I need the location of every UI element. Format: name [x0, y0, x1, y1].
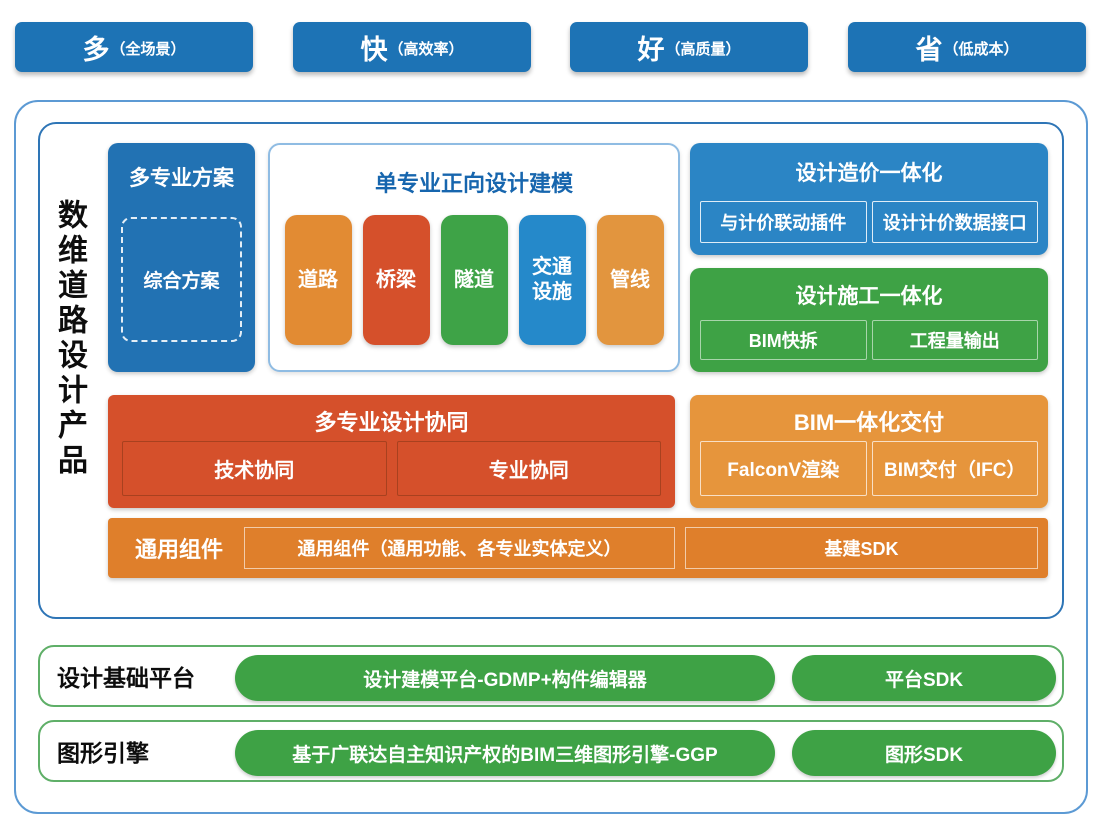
pricing-data-api-box: 设计计价数据接口	[871, 201, 1038, 243]
bim-delivery-block: BIM一体化交付 FalconV渲染 BIM交付（IFC）	[690, 395, 1048, 508]
pill-bridge: 桥梁	[362, 215, 430, 345]
banner-key: 省	[915, 34, 943, 65]
quantity-output-box: 工程量输出	[871, 320, 1038, 360]
multi-scheme-block: 多专业方案 综合方案	[108, 143, 255, 372]
construction-integration-block: 设计施工一体化 BIM快拆 工程量输出	[690, 268, 1048, 372]
bim-ifc-delivery-box: BIM交付（IFC）	[871, 441, 1038, 496]
single-modeling-title: 单专业正向设计建模	[374, 171, 573, 196]
falconv-render-box: FalconV渲染	[700, 441, 867, 496]
graphics-engine-label: 图形引擎	[57, 740, 149, 766]
construction-integration-title: 设计施工一体化	[795, 285, 943, 308]
banner-duo-full-scenario: 多 （全场景）	[15, 22, 253, 72]
banner-sub-label: （高质量）	[665, 41, 741, 58]
comprehensive-scheme-box: 综合方案	[121, 217, 242, 342]
single-modeling-block: 单专业正向设计建模 道路 桥梁 隧道 交通设施 管线	[268, 143, 680, 372]
discipline-collab-box: 专业协同	[396, 441, 661, 496]
gdmp-platform-pill: 设计建模平台-GDMP+构件编辑器	[235, 655, 775, 701]
banner-key: 多	[82, 34, 110, 65]
product-side-label: 数维道路设计产品	[53, 199, 86, 479]
bim-delivery-title: BIM一体化交付	[793, 410, 945, 435]
design-platform-row: 设计基础平台 设计建模平台-GDMP+构件编辑器 平台SDK	[38, 645, 1064, 707]
design-collaboration-block: 多专业设计协同 技术协同 专业协同	[108, 395, 675, 508]
cost-integration-block: 设计造价一体化 与计价联动插件 设计计价数据接口	[690, 143, 1048, 255]
tech-collab-box: 技术协同	[122, 441, 387, 496]
cost-integration-title: 设计造价一体化	[795, 162, 943, 185]
pill-tunnel: 隧道	[440, 215, 508, 345]
common-components-label: 通用组件	[134, 537, 223, 562]
platform-sdk-pill: 平台SDK	[792, 655, 1056, 701]
banner-sheng-low-cost: 省 （低成本）	[848, 22, 1086, 72]
pill-pipeline: 管线	[596, 215, 664, 345]
banner-hao-high-quality: 好 （高质量）	[570, 22, 808, 72]
common-components-row: 通用组件 通用组件（通用功能、各专业实体定义） 基建SDK	[108, 518, 1048, 578]
design-collaboration-title: 多专业设计协同	[314, 410, 469, 435]
graphics-sdk-pill: 图形SDK	[792, 730, 1056, 776]
common-components-box: 通用组件（通用功能、各专业实体定义）	[244, 527, 675, 569]
banner-key: 好	[637, 34, 665, 65]
banner-kuai-high-efficiency: 快 （高效率）	[293, 22, 531, 72]
discipline-pill-row: 道路 桥梁 隧道 交通设施 管线	[270, 215, 678, 345]
construction-integration-items: BIM快拆 工程量输出	[700, 320, 1038, 360]
infra-sdk-box: 基建SDK	[685, 527, 1038, 569]
ggp-engine-pill: 基于广联达自主知识产权的BIM三维图形引擎-GGP	[235, 730, 775, 776]
graphics-engine-row: 图形引擎 基于广联达自主知识产权的BIM三维图形引擎-GGP 图形SDK	[38, 720, 1064, 782]
banner-sub-label: （全场景）	[110, 41, 186, 58]
banner-sub-label: （低成本）	[943, 41, 1019, 58]
design-collaboration-items: 技术协同 专业协同	[122, 441, 661, 496]
banner-key: 快	[360, 34, 388, 65]
cost-integration-items: 与计价联动插件 设计计价数据接口	[700, 201, 1038, 243]
pill-traffic-facility: 交通设施	[518, 215, 586, 345]
multi-scheme-title: 多专业方案	[129, 167, 234, 190]
bim-quick-split-box: BIM快拆	[700, 320, 867, 360]
banner-sub-label: （高效率）	[388, 41, 464, 58]
design-platform-label: 设计基础平台	[57, 665, 195, 691]
pricing-plugin-box: 与计价联动插件	[700, 201, 867, 243]
bim-delivery-items: FalconV渲染 BIM交付（IFC）	[700, 441, 1038, 496]
pill-road: 道路	[284, 215, 352, 345]
